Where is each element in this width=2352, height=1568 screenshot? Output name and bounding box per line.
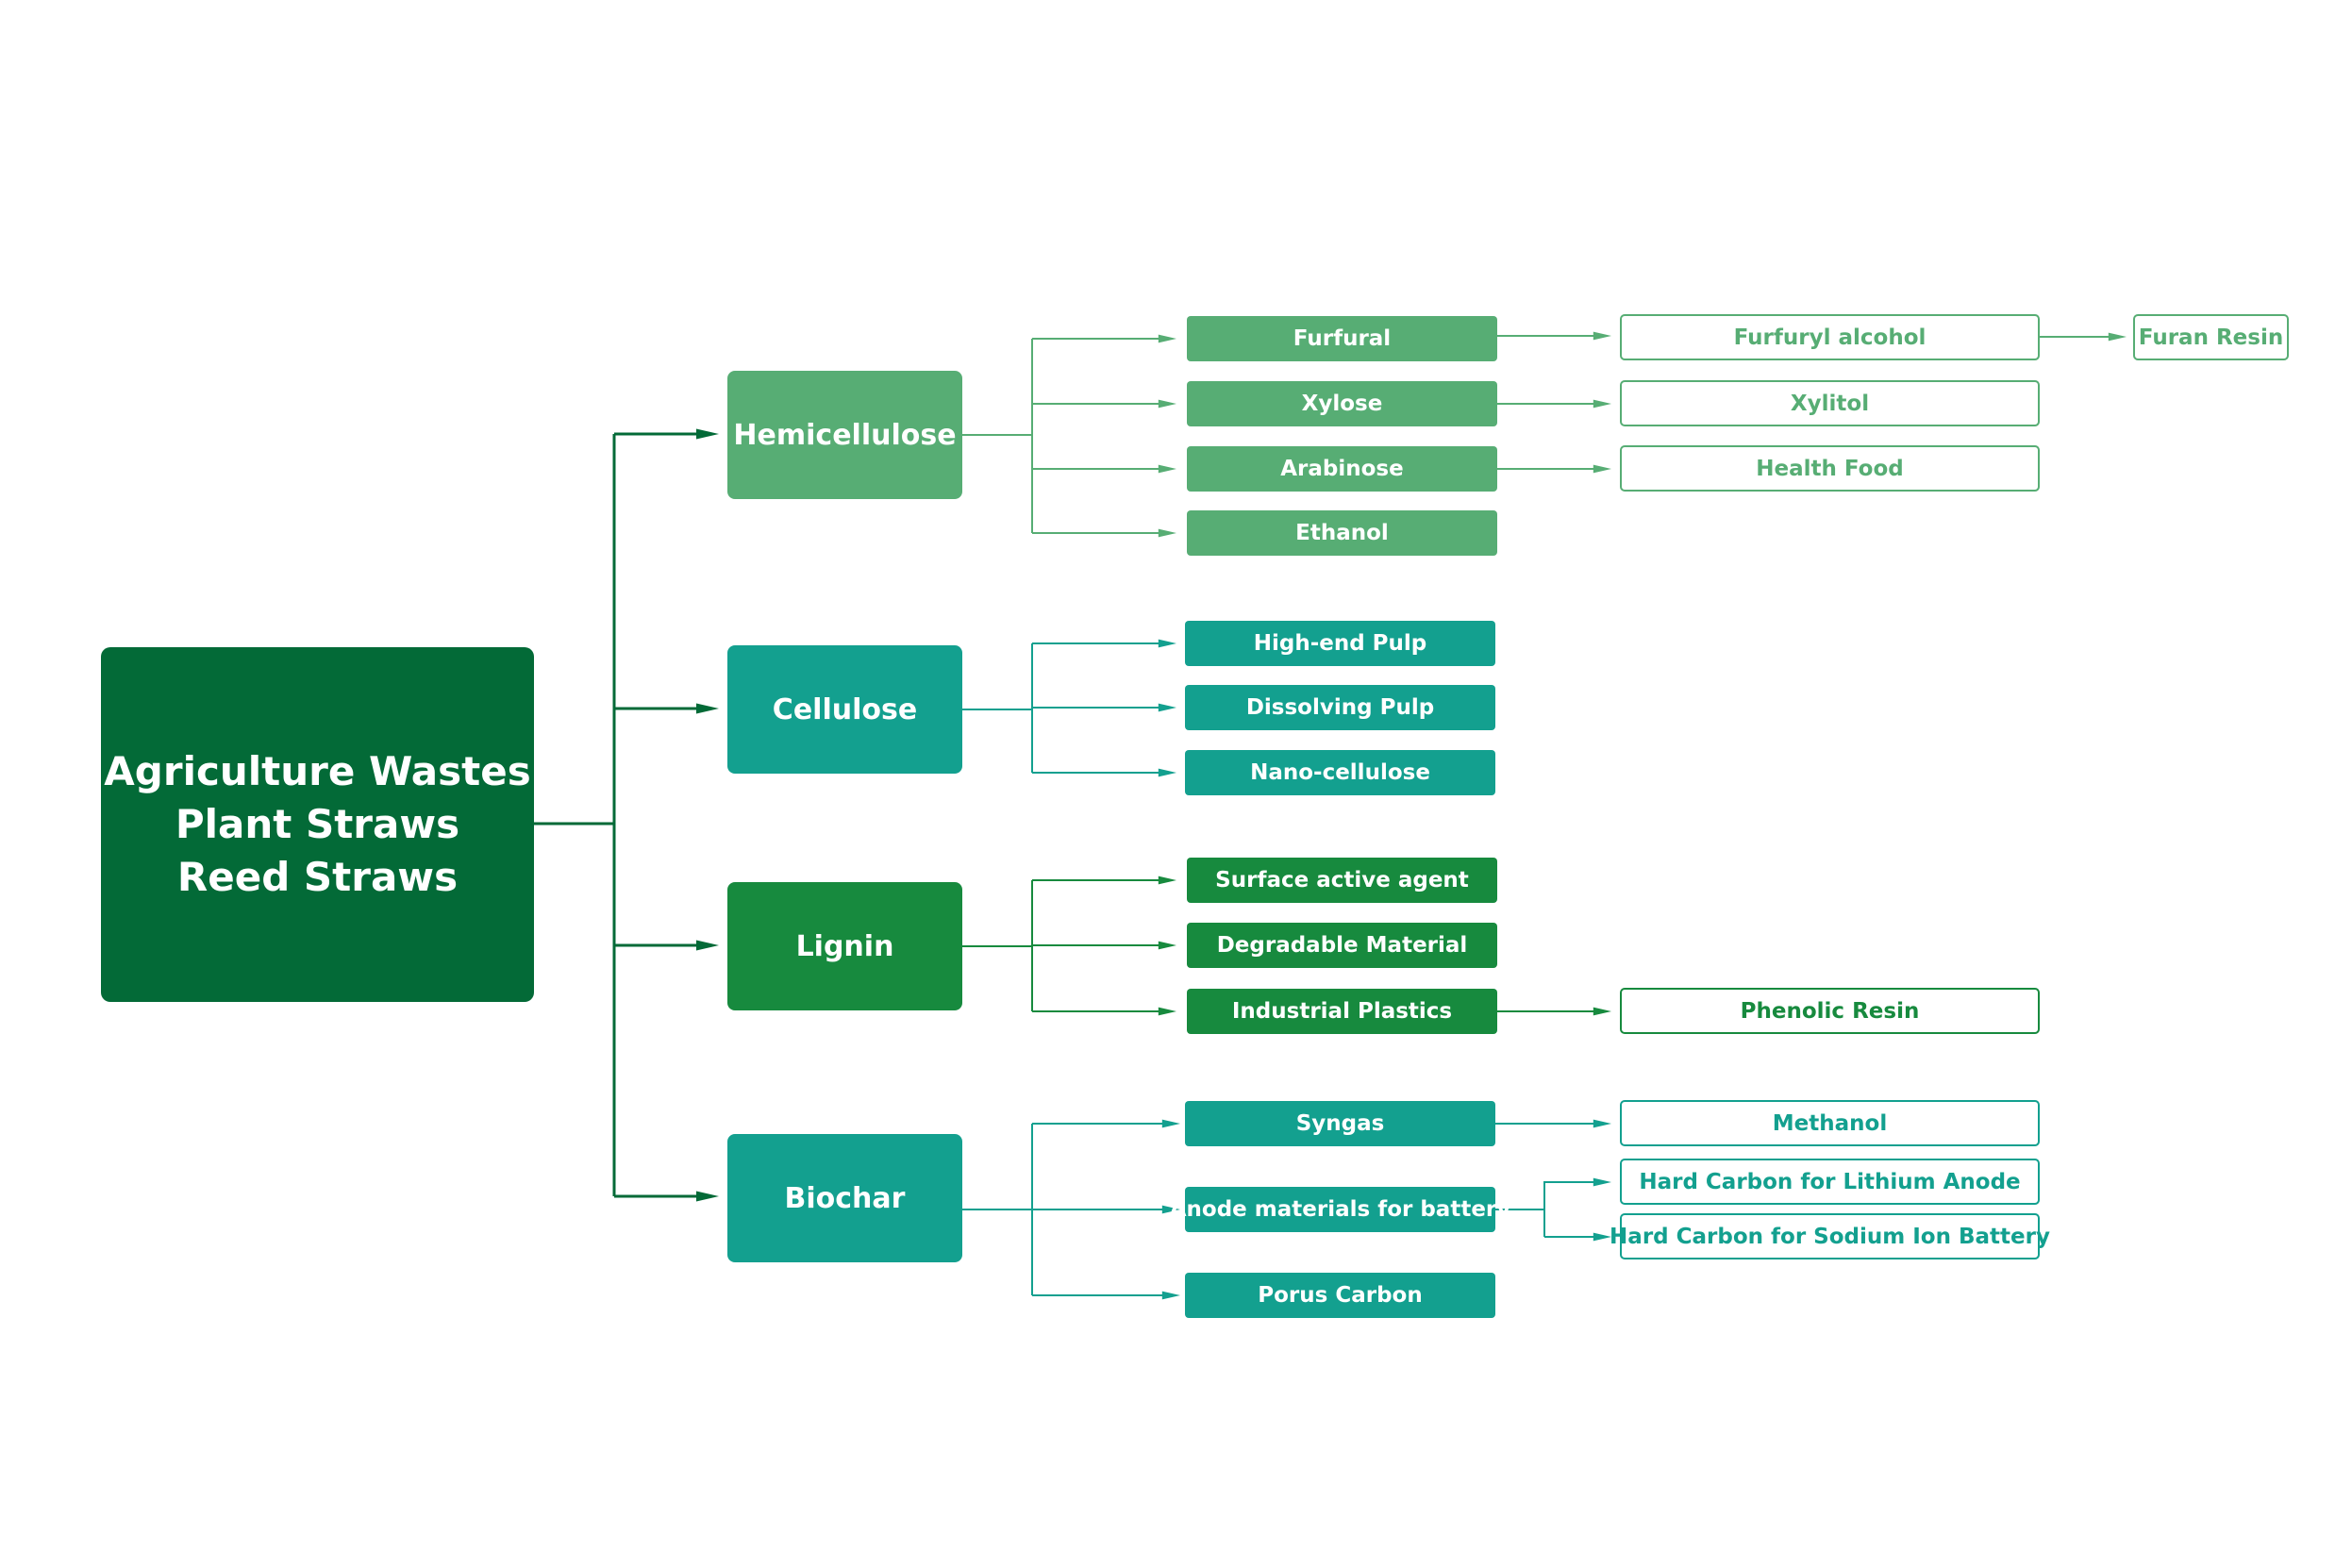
root-node: Agriculture Wastes Plant Straws Reed Str… — [101, 647, 534, 1002]
arrow-head — [1593, 1119, 1611, 1128]
arrow-head — [1158, 703, 1176, 712]
hard-carbon-lithium-node: Hard Carbon for Lithium Anode — [1620, 1159, 2040, 1205]
arrow-head — [1158, 334, 1176, 343]
surface-active-agent-node: Surface active agent — [1187, 858, 1497, 903]
syngas-node: Syngas — [1185, 1101, 1495, 1146]
arrow-head — [1158, 464, 1176, 474]
root-line-1: Agriculture Wastes — [104, 748, 531, 794]
porus-carbon-node: Porus Carbon — [1185, 1273, 1495, 1318]
dissolving-pulp-node: Dissolving Pulp — [1185, 685, 1495, 730]
arrow-head — [696, 703, 719, 714]
arrow-head — [1158, 1007, 1176, 1016]
biochar-node: Biochar — [727, 1134, 962, 1262]
arrow-head — [1593, 1007, 1611, 1016]
arrow-head — [1593, 399, 1611, 409]
arrow-head — [2108, 332, 2127, 342]
furan-resin-node: Furan Resin — [2133, 314, 2289, 360]
arrow-head — [1593, 464, 1611, 474]
arrow-head — [1158, 768, 1176, 777]
degradable-material-node: Degradable Material — [1187, 923, 1497, 968]
arrow-head — [696, 1191, 719, 1202]
hard-carbon-sodium-node: Hard Carbon for Sodium Ion Battery — [1610, 1213, 2050, 1259]
arrow-head — [1593, 1177, 1611, 1187]
arrow-head — [1158, 399, 1176, 409]
arrow-head — [1158, 639, 1176, 648]
arabinose-node: Arabinose — [1187, 446, 1497, 492]
nano-cellulose-node: Nano-cellulose — [1185, 750, 1495, 795]
cellulose-node: Cellulose — [727, 645, 962, 774]
arrow-head — [1161, 1291, 1180, 1300]
methanol-node: Methanol — [1620, 1100, 2040, 1146]
ethanol-node: Ethanol — [1187, 510, 1497, 556]
health-food-node: Health Food — [1620, 445, 2040, 492]
arrow-head — [1158, 528, 1176, 538]
arrow-head — [1161, 1205, 1180, 1214]
arrow-head — [1593, 331, 1611, 341]
high-end-pulp-node: High-end Pulp — [1185, 621, 1495, 666]
arrow-head — [1593, 1232, 1611, 1242]
lignin-node: Lignin — [727, 882, 962, 1010]
furfural-node: Furfural — [1187, 316, 1497, 361]
root-line-2: Plant Straws — [175, 801, 460, 847]
xylitol-node: Xylitol — [1620, 380, 2040, 426]
industrial-plastics-node: Industrial Plastics — [1187, 989, 1497, 1034]
root-line-3: Reed Straws — [176, 854, 459, 900]
furfuryl-alcohol-node: Furfuryl alcohol — [1620, 314, 2040, 360]
hemicellulose-node: Hemicellulose — [727, 371, 962, 499]
xylose-node: Xylose — [1187, 381, 1497, 426]
arrow-head — [1158, 941, 1176, 950]
arrow-head — [696, 428, 719, 440]
arrow-head — [1161, 1119, 1180, 1128]
phenolic-resin-node: Phenolic Resin — [1620, 988, 2040, 1034]
anode-materials-node: Anode materials for battery — [1170, 1187, 1510, 1232]
arrow-head — [696, 940, 719, 951]
arrow-head — [1158, 876, 1176, 885]
